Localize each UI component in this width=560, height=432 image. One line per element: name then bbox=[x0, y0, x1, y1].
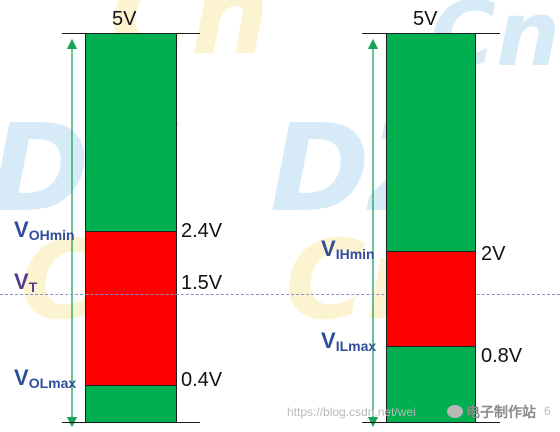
brand-watermark: 电子制作站 bbox=[466, 404, 536, 420]
vih-min-label: VIHmin bbox=[321, 236, 375, 262]
left-undefined-region bbox=[85, 231, 177, 386]
voh-min-value: 2.4V bbox=[181, 220, 223, 242]
left-low-region bbox=[85, 385, 177, 423]
right-bottom-line bbox=[362, 422, 500, 423]
vt-value: 1.5V bbox=[181, 272, 223, 294]
vil-max-label: VILmax bbox=[321, 328, 377, 354]
left-high-region bbox=[85, 33, 177, 232]
voh-min-label: VOHmin bbox=[14, 217, 75, 243]
left-top-voltage-label: 5V bbox=[112, 8, 137, 30]
threshold-dashed-line bbox=[0, 294, 560, 295]
right-undefined-region bbox=[386, 251, 476, 347]
wechat-icon bbox=[447, 405, 463, 418]
trailing-watermark-char: 6 bbox=[544, 404, 551, 418]
vt-label: VT bbox=[14, 269, 38, 295]
vol-max-label: VOLmax bbox=[14, 365, 77, 391]
vol-max-value: 0.4V bbox=[181, 369, 223, 391]
source-url-watermark: https://blog.csdn.net/wei bbox=[287, 405, 416, 419]
left-bottom-line bbox=[62, 422, 200, 423]
right-high-region bbox=[386, 33, 476, 252]
right-top-voltage-label: 5V bbox=[413, 8, 438, 30]
vih-min-value: 2V bbox=[481, 243, 506, 265]
vil-max-value: 0.8V bbox=[481, 345, 523, 367]
